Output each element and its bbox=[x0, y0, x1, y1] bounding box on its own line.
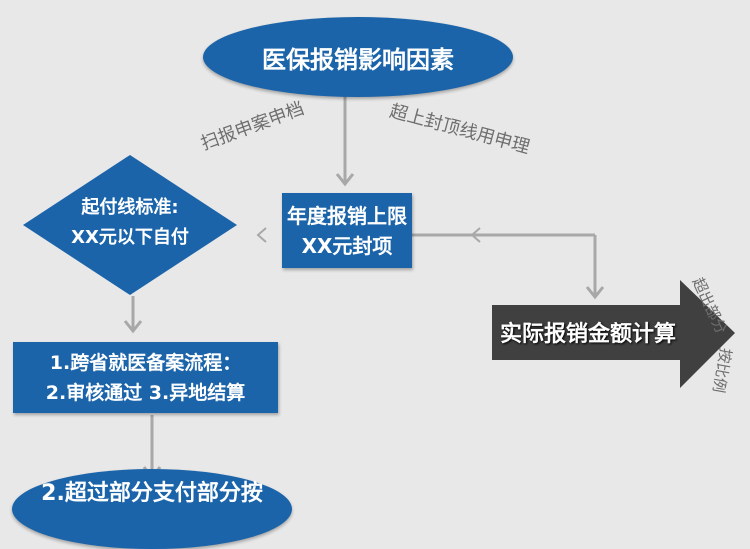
result-arrow bbox=[492, 280, 735, 388]
result-label: 实际报销金额计算 bbox=[500, 322, 677, 347]
connectors bbox=[23, 95, 735, 481]
deductible-line2: XX元以下自付 bbox=[71, 227, 189, 248]
bottom-ellipse: 2.超过部分支付部分按 bbox=[12, 469, 292, 549]
title: 医保报销影响因素 bbox=[262, 45, 454, 74]
process-box: 1.跨省就医备案流程： 2.审核通过 3.异地结算 bbox=[13, 342, 278, 413]
deductible-text: 起付线标准: XX元以下自付 bbox=[40, 193, 220, 253]
bottom-text: 2.超过部分支付部分按 bbox=[41, 481, 263, 506]
annual-limit-box: 年度报销上限 XX元封项 bbox=[282, 193, 412, 268]
process-line2: 2.审核通过 3.异地结算 bbox=[45, 381, 246, 404]
annual-limit-line1: 年度报销上限 bbox=[287, 203, 407, 228]
process-line1: 1.跨省就医备案流程： bbox=[49, 351, 242, 374]
title-ellipse: 医保报销影响因素 bbox=[203, 17, 513, 97]
deductible-diamond bbox=[23, 155, 237, 295]
annual-limit-line2: XX元封项 bbox=[301, 233, 393, 258]
deductible-line1: 起付线标准: bbox=[81, 197, 179, 218]
